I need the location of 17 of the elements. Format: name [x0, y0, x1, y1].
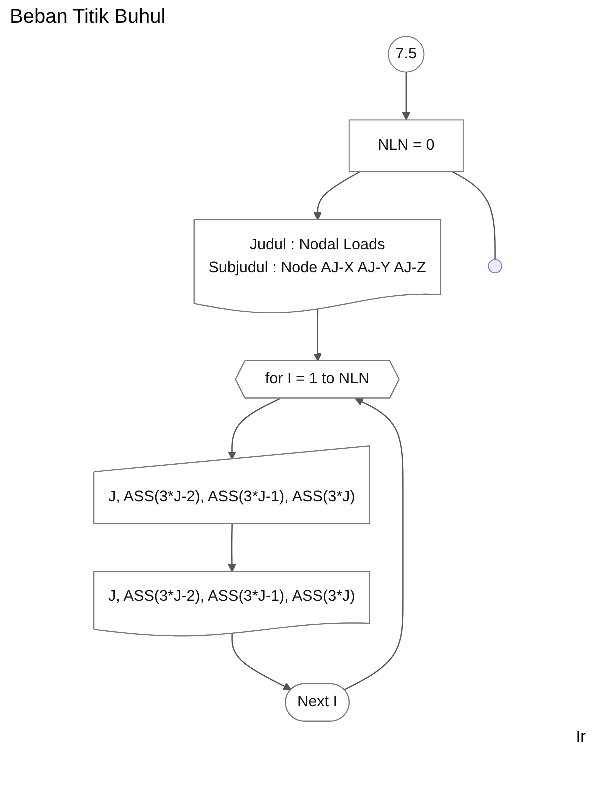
arrow — [344, 398, 404, 691]
arrow — [228, 524, 236, 572]
arrow — [402, 72, 411, 121]
diagram-title: Beban Titik Buhul — [10, 6, 167, 29]
arrow — [228, 398, 281, 460]
document-shape: Judul : Nodal Loads Subjudul : Node AJ-X AJ-Y AJ-Z — [194, 219, 442, 314]
process-box: NLN = 0 — [348, 120, 464, 172]
input-shape: J, ASS(3*J-2), ASS(3*J-1), ASS(3*J) — [94, 446, 370, 524]
connector-circle: 7.5 — [388, 36, 425, 73]
arrow — [314, 310, 322, 362]
arrow — [314, 171, 361, 221]
terminal-shape: Next I — [285, 684, 350, 722]
loop-hexagon: for I = 1 to NLN — [235, 360, 400, 399]
arrow — [232, 634, 292, 690]
document-shape: J, ASS(3*J-2), ASS(3*J-1), ASS(3*J) — [94, 571, 370, 637]
label-text: Ir — [576, 729, 586, 746]
connector — [452, 171, 496, 260]
